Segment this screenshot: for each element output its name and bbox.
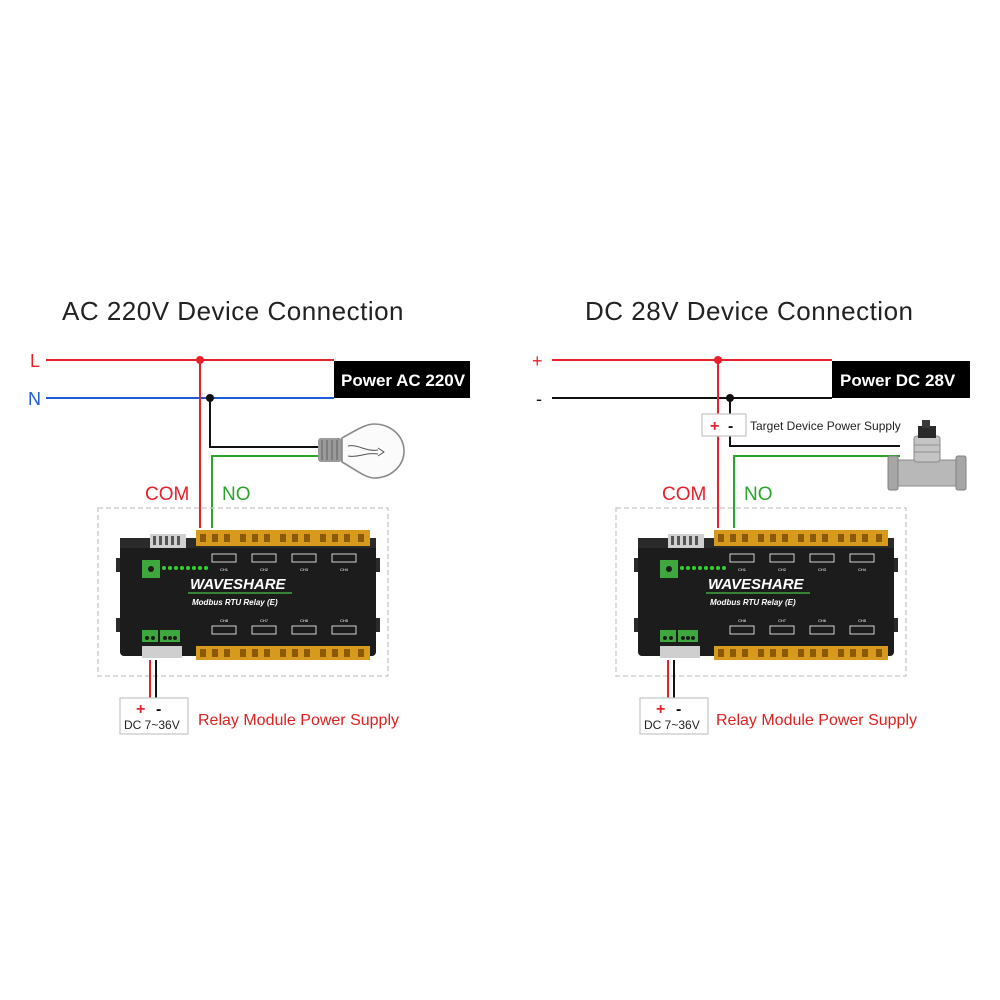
left-no-wire [211, 455, 322, 528]
right-title: DC 28V Device Connection [585, 296, 914, 326]
left-supply-box [119, 697, 189, 735]
left-supply-voltage: DC 7~36V [124, 718, 180, 732]
left-relay-module: WAVESHARE Modbus RTU Relay (E) [97, 507, 389, 677]
right-junction-negative [726, 394, 734, 402]
right-supply-minus: - [676, 701, 681, 718]
right-com-label: COM [662, 484, 706, 505]
right-module-model: Modbus RTU Relay (E) [710, 598, 796, 607]
right-supply-voltage: DC 7~36V [644, 718, 700, 732]
left-rail-top-label: L [30, 351, 40, 371]
right-power-label: Power DC 28V [840, 371, 956, 390]
left-junction-live [196, 356, 204, 364]
right-no-wire [733, 455, 900, 528]
left-com-label: COM [145, 484, 189, 505]
left-junction-neutral [206, 394, 214, 402]
right-junction-positive [714, 356, 722, 364]
left-panel: AC 220V Device Connection L N Power AC 2… [28, 296, 470, 735]
right-rail-top-label: + [532, 351, 543, 371]
right-panel: DC 28V Device Connection + - Power DC 28… [532, 296, 970, 735]
left-no-label: NO [222, 484, 251, 505]
solenoid-valve-icon [887, 420, 967, 491]
right-supply-label: Relay Module Power Supply [716, 712, 917, 729]
right-no-label: NO [744, 484, 773, 505]
right-supply-box [639, 697, 709, 735]
light-bulb-icon [318, 423, 405, 479]
right-relay-module: WAVESHARE Modbus RTU Relay (E) [615, 507, 907, 677]
left-supply-label: Relay Module Power Supply [198, 712, 399, 729]
target-supply-label: Target Device Power Supply [750, 419, 901, 433]
left-module-model: Modbus RTU Relay (E) [192, 598, 278, 607]
left-power-box [334, 361, 470, 398]
left-supply-plus: + [136, 701, 145, 718]
left-title: AC 220V Device Connection [62, 296, 404, 326]
target-supply-box [701, 413, 747, 437]
left-supply-minus: - [156, 701, 161, 718]
left-rail-bottom-label: N [28, 389, 41, 409]
target-supply-plus: + [710, 418, 719, 435]
right-power-box [832, 361, 970, 398]
right-rail-bottom-label: - [536, 389, 542, 409]
right-module-brand: WAVESHARE [708, 576, 805, 593]
left-neutral-tap [209, 398, 322, 448]
left-power-label: Power AC 220V [341, 371, 466, 390]
left-module-brand: WAVESHARE [190, 576, 287, 593]
right-supply-plus: + [656, 701, 665, 718]
target-supply-minus: - [728, 418, 733, 435]
